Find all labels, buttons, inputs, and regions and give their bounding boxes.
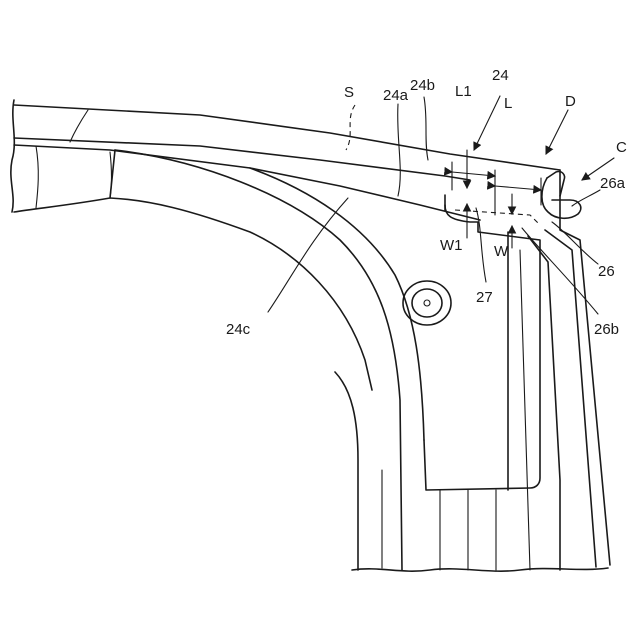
label-L1: L1 <box>455 83 472 100</box>
hook-flange <box>542 178 581 218</box>
roof-rail-crease-2 <box>36 146 38 208</box>
round-hole-inner <box>412 289 442 317</box>
label-26: 26 <box>598 263 615 280</box>
hook-flange-top <box>547 172 565 196</box>
pillar-inner-arc-1 <box>115 150 402 570</box>
round-hole-outer <box>403 281 451 325</box>
pillar-lower-left <box>335 372 358 570</box>
label-27: 27 <box>476 289 493 306</box>
label-D: D <box>565 93 576 110</box>
leader-26a <box>572 190 600 206</box>
right-pillar-outer <box>560 170 610 565</box>
leader-24a <box>398 104 401 196</box>
label-C: C <box>616 139 627 156</box>
label-24b: 24b <box>410 77 435 94</box>
roof-rail-under-line <box>14 150 115 212</box>
bottom-break-line <box>352 568 608 571</box>
l1-dimension <box>452 172 495 176</box>
label-W1: W1 <box>440 237 463 254</box>
roof-rail-top-edge <box>14 105 560 170</box>
label-24: 24 <box>492 67 509 84</box>
round-hole-center <box>424 300 430 306</box>
left-break-line <box>11 100 14 212</box>
pillar-outer-arc <box>110 198 372 390</box>
roof-rail-upper-line <box>14 138 470 180</box>
leader-26 <box>552 222 598 264</box>
arrow-D <box>546 110 568 154</box>
l-dimension <box>495 186 541 190</box>
label-24c: 24c <box>226 321 251 338</box>
label-W: W <box>494 243 509 260</box>
label-26b: 26b <box>594 321 619 338</box>
label-L: L <box>504 95 512 112</box>
label-26a: 26a <box>600 175 626 192</box>
label-24a: 24a <box>383 87 409 104</box>
label-S: S <box>344 84 354 101</box>
arrow-24 <box>474 96 500 150</box>
right-pillar-inner-2 <box>528 236 560 570</box>
right-pillar-line-3 <box>520 250 530 570</box>
right-pillar-inner-1 <box>545 230 596 567</box>
roof-rail-crease-1 <box>70 110 88 142</box>
s-boundary-dashed <box>346 105 355 150</box>
roof-rail-lower-line <box>14 145 480 220</box>
